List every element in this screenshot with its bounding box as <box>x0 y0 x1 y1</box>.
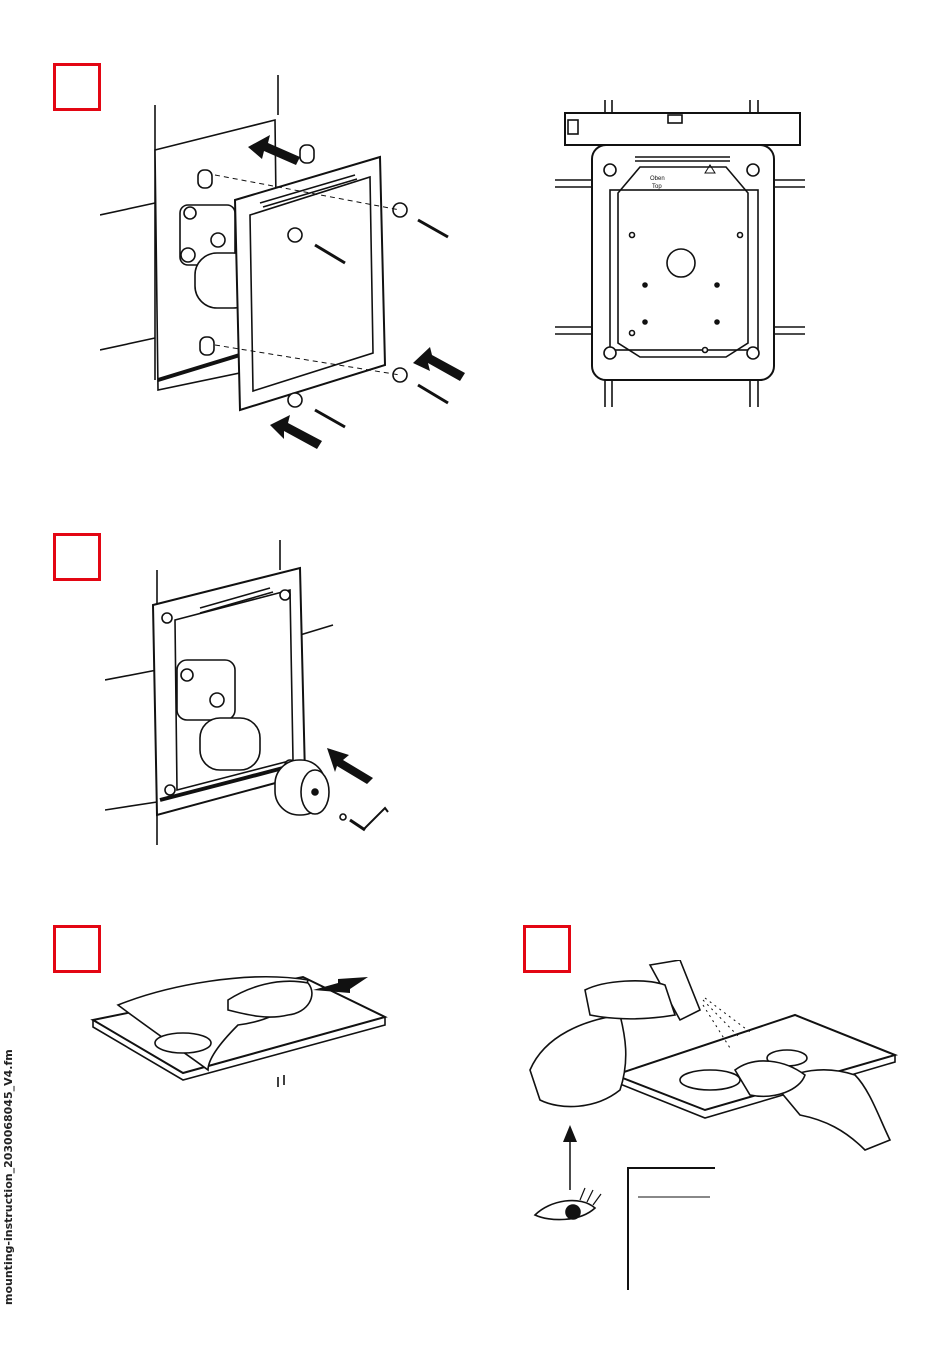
document-filename: mounting-instruction_2030068045_V4.fm <box>2 985 24 1305</box>
figure-frame-mounting <box>100 75 480 465</box>
level-label-oben: Oben <box>650 176 665 182</box>
figure-frame-level: Oben Top <box>550 95 810 415</box>
level-label-top: Top <box>652 184 662 190</box>
step-box-1 <box>53 63 101 111</box>
step-box-2 <box>53 533 101 581</box>
figure-spray-clean <box>525 960 905 1300</box>
figure-cap-removal <box>105 540 395 850</box>
figure-wipe-plate <box>88 965 398 1095</box>
